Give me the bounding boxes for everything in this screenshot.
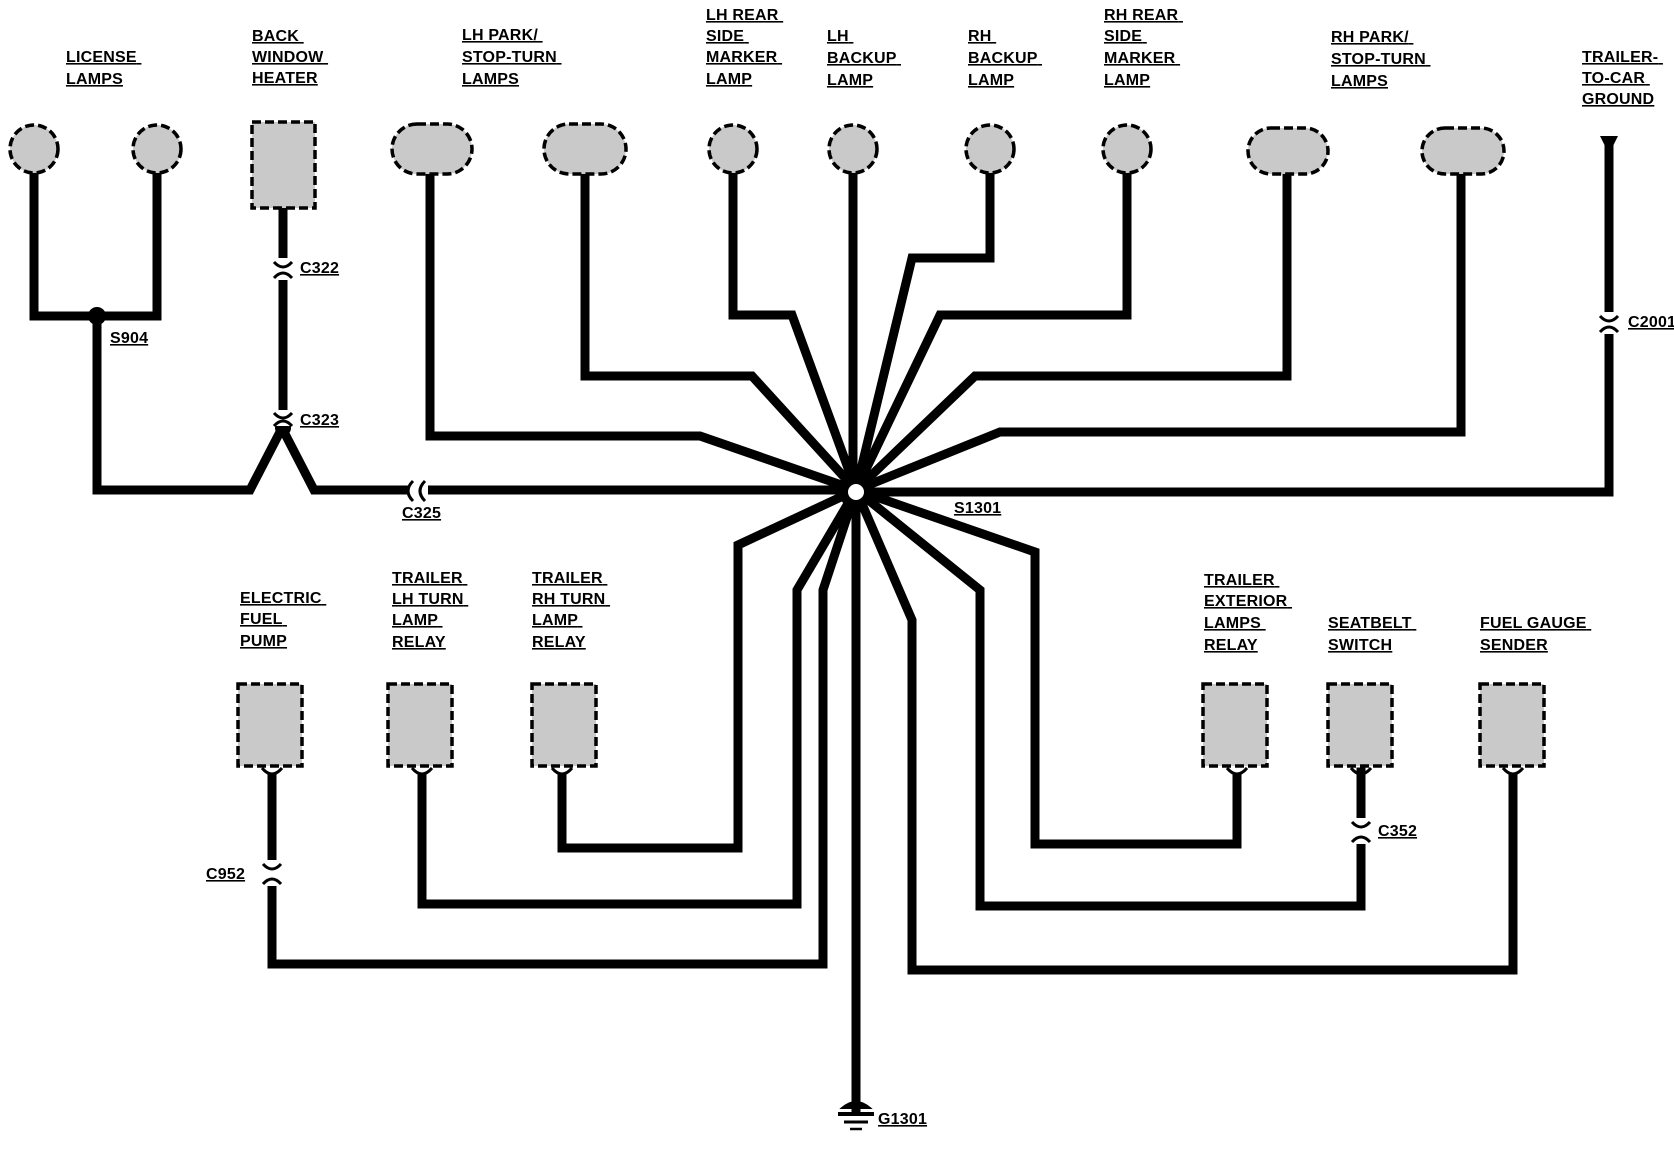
- c352-connector-icon: [1350, 818, 1372, 844]
- trailer-exterior-relay-label: TRAILER EXTERIOR LAMPS RELAY: [1204, 572, 1292, 654]
- wire-trailer-exterior-relay: [850, 484, 1242, 849]
- lh-rear-marker-label: LH REAR SIDE MARKER LAMP: [706, 7, 783, 88]
- s904-label: S904: [110, 330, 148, 347]
- rh-rear-marker-label: RH REAR SIDE MARKER LAMP: [1104, 7, 1183, 89]
- wire-rh-park-lamp-right: [850, 165, 1466, 496]
- wires: [29, 143, 1614, 1113]
- rh-backup-lamp-icon: [964, 123, 1016, 175]
- s904-splice-dot: [88, 307, 106, 325]
- lh-park-lamps-label: LH PARK/ STOP-TURN LAMPS: [462, 27, 562, 88]
- fuel-gauge-sender-icon: [1478, 682, 1546, 768]
- seatbelt-switch-label: SEATBELT SWITCH: [1328, 615, 1416, 654]
- wire-trailer-lh-turn-relay: [417, 483, 863, 909]
- c2001-connector-icon: [1598, 312, 1620, 334]
- back-window-heater-label: BACK WINDOW HEATER: [252, 28, 328, 87]
- wire-c952-to-main: [267, 484, 862, 969]
- wire-lh-park-lamp-left: [425, 165, 862, 496]
- c325-label: C325: [402, 505, 441, 522]
- license-lamps-label: LICENSE LAMPS: [66, 49, 141, 88]
- c323-label: C323: [300, 412, 339, 429]
- c323-connector-icon: [272, 410, 294, 428]
- electric-fuel-pump-label: ELECTRIC FUEL PUMP: [240, 590, 326, 650]
- lh-rear-marker-lamp-icon: [707, 123, 759, 175]
- lh-park-lamp-left-icon: [390, 122, 474, 176]
- trailer-lh-turn-relay-icon: [386, 682, 454, 768]
- trailer-rh-turn-relay-label: TRAILER RH TURN LAMP RELAY: [532, 570, 610, 651]
- wire-rh-backup: [850, 165, 995, 496]
- trailer-lh-turn-relay-label: TRAILER LH TURN LAMP RELAY: [392, 570, 468, 651]
- wire-trailer-rh-turn-relay: [557, 484, 862, 853]
- c322-label: C322: [300, 260, 339, 277]
- lh-backup-lamp-icon: [827, 123, 879, 175]
- s1301-splice: [839, 475, 873, 509]
- c952-label: C952: [206, 866, 245, 883]
- fuel-gauge-sender-label: FUEL GAUGE SENDER: [1480, 615, 1591, 654]
- wire-lh-rear-marker: [728, 165, 862, 496]
- lh-park-lamp-right-icon: [542, 122, 628, 176]
- wire-fuel-gauge-sender: [850, 484, 1518, 975]
- s1301-label: S1301: [954, 500, 1001, 517]
- c952-connector-icon: [261, 860, 283, 886]
- seatbelt-switch-icon: [1326, 682, 1394, 768]
- c2001-label: C2001: [1628, 314, 1674, 331]
- wire-trailer-ground-bottom: [851, 327, 1614, 497]
- wire-c352-to-main: [849, 483, 1366, 911]
- back-window-heater-icon: [250, 120, 317, 210]
- g1301-label: G1301: [878, 1111, 927, 1128]
- wire-rh-rear-marker: [849, 165, 1132, 497]
- c325-connector-icon: [406, 479, 428, 503]
- component-pigtails: [260, 766, 1525, 776]
- trailer-exterior-relay-icon: [1201, 682, 1269, 768]
- rh-park-lamp-left-icon: [1246, 126, 1330, 176]
- rh-backup-label: RH BACKUP LAMP: [968, 28, 1042, 89]
- trailer-to-car-ground-label: TRAILER- TO-CAR GROUND: [1582, 49, 1663, 108]
- wire-rh-park-lamp-left: [849, 165, 1292, 497]
- license-lamp-right-icon: [131, 123, 183, 175]
- rh-rear-marker-lamp-icon: [1101, 123, 1153, 175]
- license-lamp-left-icon: [8, 123, 60, 175]
- lh-backup-label: LH BACKUP LAMP: [827, 28, 901, 89]
- rh-park-lamps-label: RH PARK/ STOP-TURN LAMPS: [1331, 29, 1431, 90]
- g1301-ground-icon: [838, 1101, 874, 1131]
- wire-license-lamp-right: [92, 165, 162, 321]
- wire-lh-park-lamp-right: [580, 165, 863, 497]
- trailer-ground-terminal-icon: [1600, 136, 1618, 154]
- c352-label: C352: [1378, 823, 1417, 840]
- trailer-rh-turn-relay-icon: [530, 682, 598, 768]
- c322-connector-icon: [272, 258, 294, 280]
- wire-s904-to-main: [92, 311, 861, 495]
- rh-park-lamp-right-icon: [1420, 126, 1506, 176]
- electric-fuel-pump-icon: [236, 682, 304, 768]
- wire-license-lamp-left: [29, 165, 102, 321]
